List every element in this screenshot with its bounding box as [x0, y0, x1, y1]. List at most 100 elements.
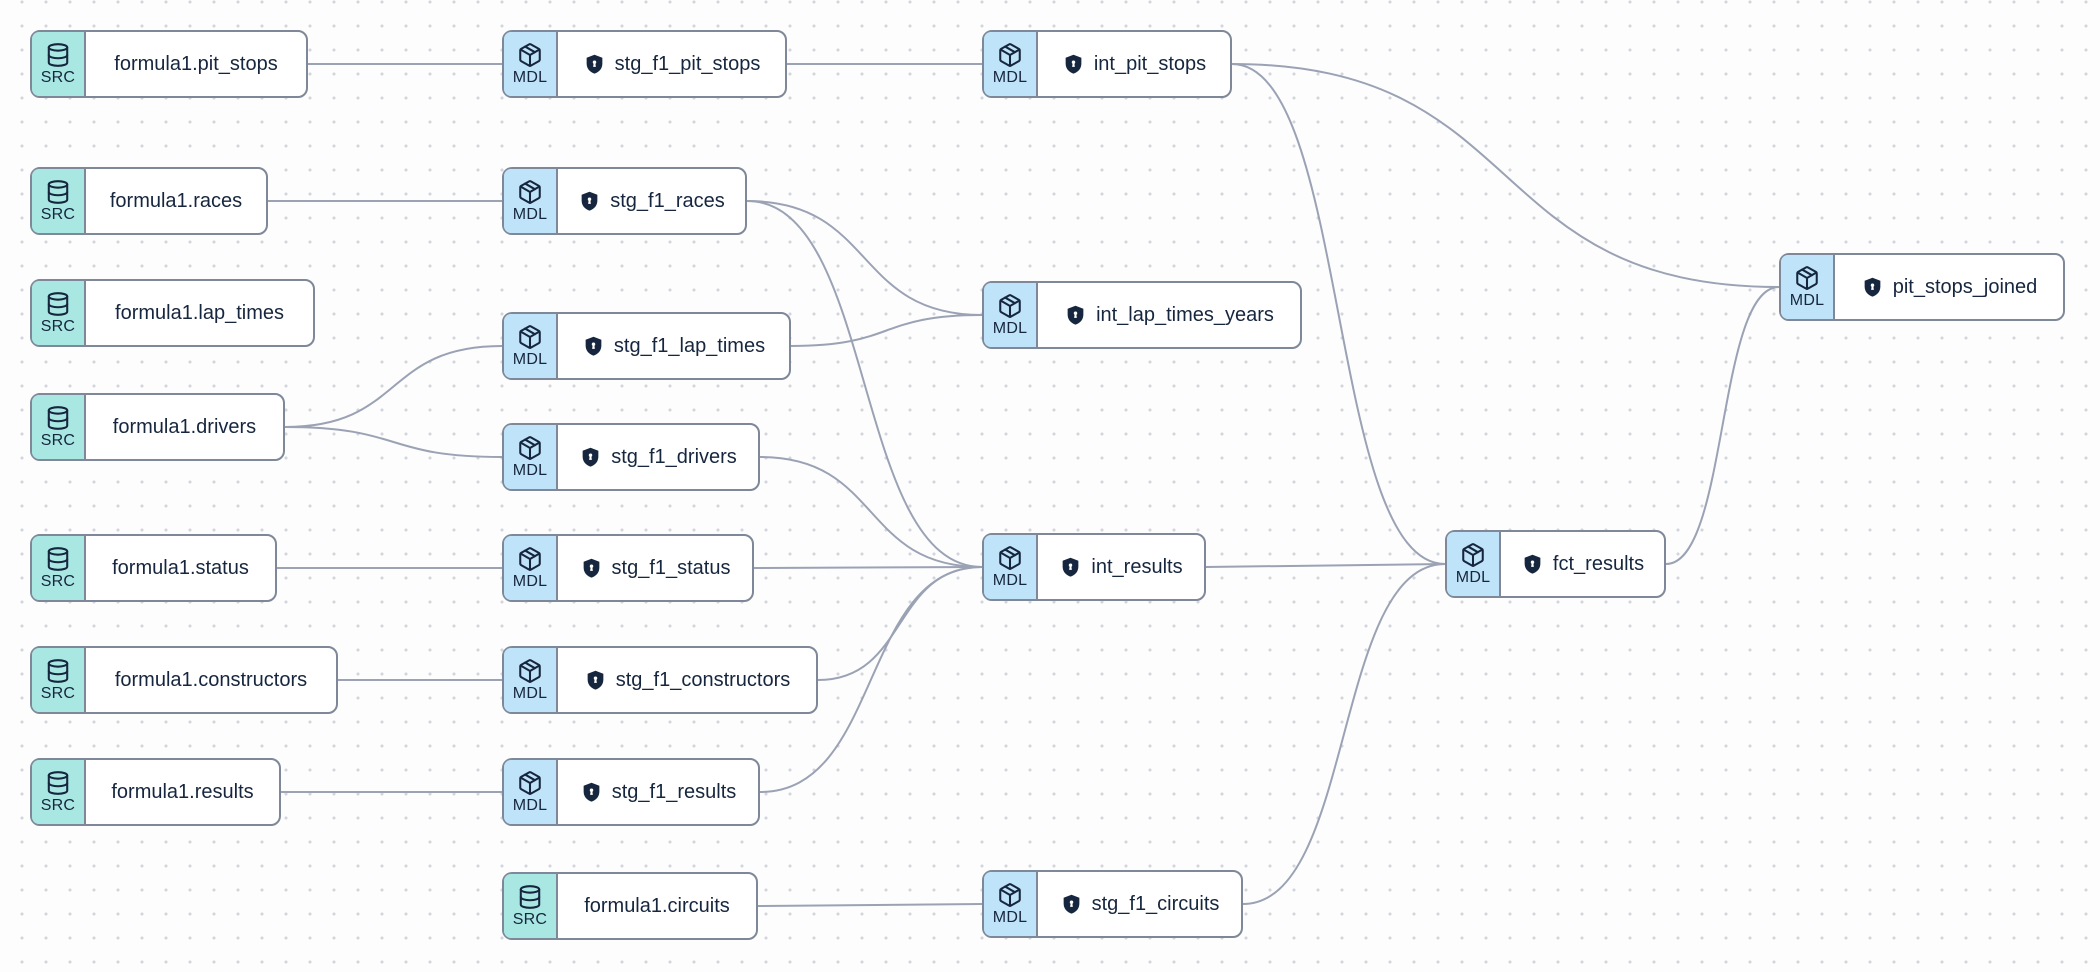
node-stg-constructors[interactable]: MDL stg_f1_constructors [502, 646, 818, 714]
node-type-badge: SRC [32, 536, 86, 600]
node-body: formula1.lap_times [86, 281, 313, 345]
node-int-results[interactable]: MDL int_results [982, 533, 1206, 601]
cube-icon [997, 42, 1023, 68]
cube-icon [517, 42, 543, 68]
edge-stg-races-to-int-lap-times-years [746, 200, 983, 316]
node-type-badge: MDL [504, 760, 558, 824]
cube-icon [997, 293, 1023, 319]
node-fct-results[interactable]: MDL fct_results [1445, 530, 1666, 598]
node-body: formula1.status [86, 536, 275, 600]
node-type-badge: MDL [984, 872, 1038, 936]
node-src-pit-stops[interactable]: SRC formula1.pit_stops [30, 30, 308, 98]
node-body: int_lap_times_years [1038, 283, 1300, 347]
node-label: formula1.races [109, 189, 243, 212]
node-src-drivers[interactable]: SRC formula1.drivers [30, 393, 285, 461]
database-icon [45, 405, 71, 431]
node-type-label: SRC [40, 431, 76, 449]
node-label: formula1.drivers [112, 415, 257, 438]
node-body: stg_f1_constructors [558, 648, 816, 712]
cube-icon [997, 545, 1023, 571]
edge-stg-races-to-int-results [746, 200, 983, 568]
node-label: formula1.results [111, 780, 254, 803]
node-label: int_lap_times_years [1096, 303, 1274, 326]
node-type-label: SRC [40, 68, 76, 86]
node-type-badge: MDL [504, 169, 558, 233]
shield-icon [583, 53, 606, 76]
node-type-badge: MDL [984, 283, 1038, 347]
node-stg-results[interactable]: MDL stg_f1_results [502, 758, 760, 826]
node-type-label: SRC [40, 796, 76, 814]
node-stg-status[interactable]: MDL stg_f1_status [502, 534, 754, 602]
node-label: formula1.status [112, 556, 249, 579]
node-int-pit-stops[interactable]: MDL int_pit_stops [982, 30, 1232, 98]
node-src-circuits[interactable]: SRC formula1.circuits [502, 872, 758, 940]
shield-icon [1064, 304, 1087, 327]
cube-icon [1794, 265, 1820, 291]
node-src-results[interactable]: SRC formula1.results [30, 758, 281, 826]
shield-icon [580, 557, 603, 580]
cube-icon [517, 658, 543, 684]
edge-stg-circuits-to-fct-results [1242, 563, 1446, 905]
database-icon [45, 546, 71, 572]
node-type-label: MDL [992, 319, 1028, 337]
shield-icon [578, 190, 601, 213]
node-stg-drivers[interactable]: MDL stg_f1_drivers [502, 423, 760, 491]
node-type-label: SRC [40, 317, 76, 335]
node-type-badge: SRC [32, 281, 86, 345]
node-stg-pit-stops[interactable]: MDL stg_f1_pit_stops [502, 30, 787, 98]
node-label: stg_f1_races [610, 189, 725, 212]
edge-stg-lap-times-to-int-lap-times-years [790, 314, 983, 347]
node-src-constructors[interactable]: SRC formula1.constructors [30, 646, 338, 714]
cube-icon [517, 770, 543, 796]
node-pit-stops-joined[interactable]: MDL pit_stops_joined [1779, 253, 2065, 321]
node-type-badge: MDL [504, 425, 558, 489]
shield-icon [1861, 276, 1884, 299]
node-type-badge: MDL [504, 314, 558, 378]
node-stg-circuits[interactable]: MDL stg_f1_circuits [982, 870, 1243, 938]
node-type-badge: SRC [32, 648, 86, 712]
database-icon [45, 291, 71, 317]
shield-icon [579, 446, 602, 469]
edge-fct-results-to-pit-stops-joined [1665, 286, 1780, 565]
node-type-badge: MDL [504, 648, 558, 712]
node-body: int_results [1038, 535, 1204, 599]
node-label: stg_f1_results [611, 780, 737, 803]
node-stg-lap-times[interactable]: MDL stg_f1_lap_times [502, 312, 791, 380]
node-label: stg_f1_pit_stops [614, 52, 761, 75]
database-icon [517, 884, 543, 910]
node-type-label: MDL [512, 684, 548, 702]
node-type-label: MDL [512, 572, 548, 590]
database-icon [45, 658, 71, 684]
node-label: formula1.constructors [114, 668, 308, 691]
node-label: pit_stops_joined [1892, 275, 2038, 298]
edge-stg-drivers-to-int-results [759, 456, 983, 568]
node-label: stg_f1_drivers [611, 445, 737, 468]
node-body: int_pit_stops [1038, 32, 1230, 96]
node-type-label: MDL [992, 908, 1028, 926]
node-type-badge: MDL [1447, 532, 1501, 596]
node-type-label: MDL [512, 350, 548, 368]
node-body: formula1.races [86, 169, 266, 233]
edge-stg-status-to-int-results [753, 566, 983, 569]
node-type-badge: MDL [504, 536, 558, 600]
node-body: stg_f1_status [558, 536, 752, 600]
node-src-lap-times[interactable]: SRC formula1.lap_times [30, 279, 315, 347]
node-label: formula1.lap_times [115, 301, 284, 324]
node-stg-races[interactable]: MDL stg_f1_races [502, 167, 747, 235]
node-src-races[interactable]: SRC formula1.races [30, 167, 268, 235]
node-int-lap-times-years[interactable]: MDL int_lap_times_years [982, 281, 1302, 349]
node-body: stg_f1_pit_stops [558, 32, 785, 96]
node-type-badge: MDL [984, 535, 1038, 599]
node-label: stg_f1_circuits [1091, 892, 1220, 915]
node-type-badge: SRC [32, 32, 86, 96]
node-type-badge: SRC [32, 395, 86, 459]
edge-int-results-to-fct-results [1205, 563, 1446, 568]
node-body: stg_f1_circuits [1038, 872, 1241, 936]
node-type-badge: SRC [32, 760, 86, 824]
node-type-label: MDL [1455, 568, 1491, 586]
node-body: pit_stops_joined [1835, 255, 2063, 319]
edge-int-pit-stops-to-pit-stops-joined [1231, 63, 1780, 288]
node-src-status[interactable]: SRC formula1.status [30, 534, 277, 602]
